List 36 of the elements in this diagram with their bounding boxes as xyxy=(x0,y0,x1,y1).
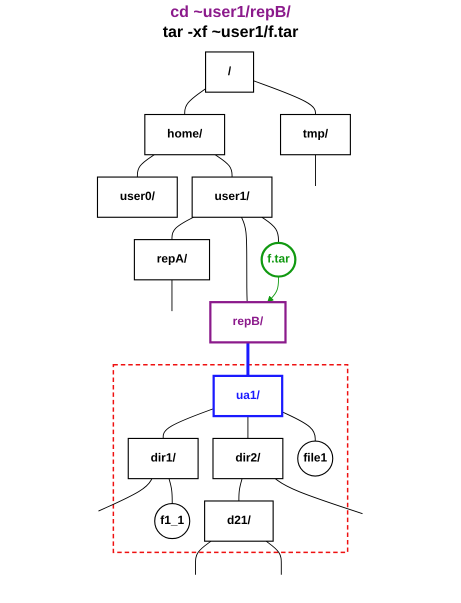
node-box: dir1/ xyxy=(128,438,199,480)
connector xyxy=(214,154,232,178)
node-box: / xyxy=(205,51,254,93)
node-circle: f1_1 xyxy=(154,503,190,540)
connector xyxy=(247,416,248,439)
connector xyxy=(253,80,316,115)
node-box: repB/ xyxy=(209,301,287,344)
node-box: ua1/ xyxy=(212,374,284,418)
cluster xyxy=(112,364,348,554)
arrow xyxy=(267,276,279,302)
connector xyxy=(241,216,248,303)
node-circle: file1 xyxy=(297,440,334,477)
node-box: tmp/ xyxy=(280,114,351,156)
command-text: tar -xf ~user1/f.tar xyxy=(162,24,298,42)
connector xyxy=(184,88,206,115)
connector xyxy=(266,540,282,576)
connector xyxy=(274,478,363,514)
connector xyxy=(261,216,279,244)
command-text: cd ~user1/repB/ xyxy=(170,4,291,22)
node-box: d21/ xyxy=(204,500,274,542)
node-box: user1/ xyxy=(192,176,272,218)
connector xyxy=(136,154,155,178)
connector xyxy=(246,342,250,376)
connector xyxy=(315,154,316,186)
node-box: repA/ xyxy=(134,239,210,280)
connector xyxy=(98,478,152,512)
connector xyxy=(172,216,194,240)
connector xyxy=(162,408,214,439)
node-box: dir2/ xyxy=(212,438,284,480)
node-box: user0/ xyxy=(96,176,178,218)
connector xyxy=(282,411,316,442)
node-box: home/ xyxy=(144,114,226,156)
connector xyxy=(238,478,243,502)
node-circle: f.tar xyxy=(260,242,296,278)
connector xyxy=(195,540,212,576)
connector xyxy=(168,478,173,504)
